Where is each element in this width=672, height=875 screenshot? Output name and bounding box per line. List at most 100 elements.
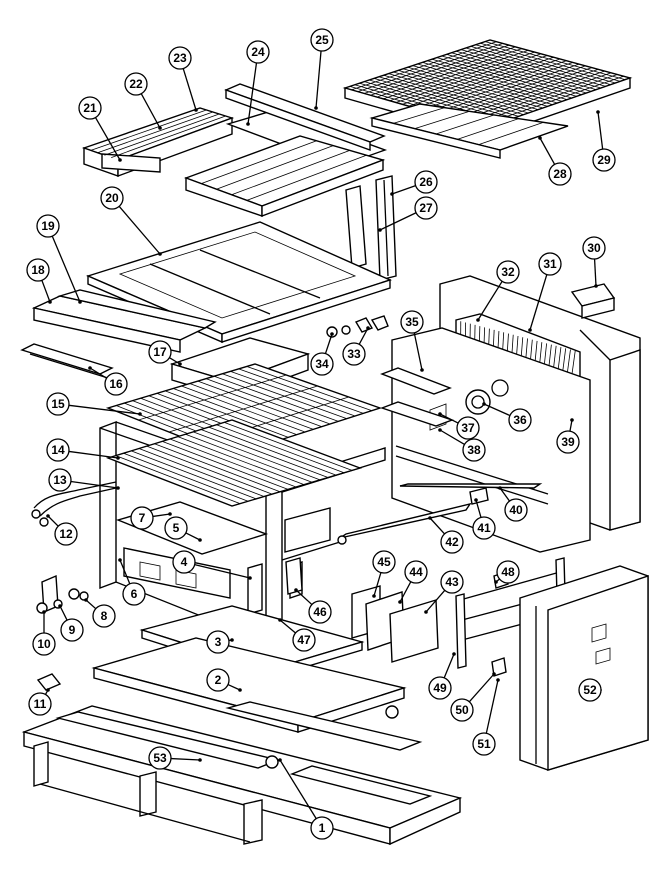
callout-number: 12: [59, 527, 73, 541]
callout-number: 20: [105, 191, 119, 205]
leader-dot-39: [570, 418, 574, 422]
callout-number: 23: [173, 51, 187, 65]
leader-dot-41: [474, 498, 478, 502]
leader-line-25: [316, 51, 321, 108]
callout-28: 28: [549, 163, 571, 185]
callout-11: 11: [29, 693, 51, 715]
callout-number: 41: [477, 521, 491, 535]
callout-number: 11: [34, 697, 47, 711]
leader-dot-20: [158, 252, 162, 256]
leader-dot-31: [528, 328, 532, 332]
callout-number: 36: [513, 413, 527, 427]
callout-45: 45: [373, 551, 395, 573]
callout-30: 30: [583, 237, 605, 259]
leader-dot-37: [438, 412, 442, 416]
leader-dot-1: [278, 758, 282, 762]
callout-43: 43: [441, 571, 463, 593]
callout-number: 15: [51, 397, 65, 411]
leader-line-18: [42, 280, 50, 302]
leader-dot-35: [420, 368, 424, 372]
leader-dot-8: [84, 598, 88, 602]
leader-dot-32: [476, 318, 480, 322]
callout-2: 2: [207, 669, 229, 691]
part-oven-door: [520, 566, 648, 770]
callout-5: 5: [165, 517, 187, 539]
leader-dot-11: [46, 688, 50, 692]
leader-dot-29: [596, 110, 600, 114]
leader-dot-7: [168, 512, 172, 516]
callout-number: 30: [587, 241, 601, 255]
leader-dot-43: [424, 610, 428, 614]
callout-10: 10: [33, 633, 55, 655]
callout-36: 36: [509, 409, 531, 431]
callout-38: 38: [463, 439, 485, 461]
callout-21: 21: [79, 97, 101, 119]
leader-line-28: [540, 138, 555, 164]
callout-29: 29: [593, 149, 615, 171]
leader-dot-44: [398, 600, 402, 604]
callout-8: 8: [93, 605, 115, 627]
leader-dot-47: [278, 618, 282, 622]
leader-dot-30: [594, 284, 598, 288]
parts-artwork: [22, 40, 648, 844]
leader-line-30: [595, 259, 596, 286]
callout-number: 51: [477, 737, 491, 751]
callout-42: 42: [441, 531, 463, 553]
callout-number: 25: [315, 33, 329, 47]
part-base-pallet: [24, 702, 460, 844]
callout-46: 46: [309, 601, 331, 623]
callout-31: 31: [539, 253, 561, 275]
callout-number: 50: [455, 703, 469, 717]
callout-number: 9: [69, 623, 76, 637]
leader-line-50: [469, 674, 494, 702]
leader-dot-33: [366, 326, 370, 330]
callout-number: 26: [419, 175, 433, 189]
callout-number: 19: [41, 219, 55, 233]
callout-number: 35: [405, 315, 419, 329]
leader-dot-6: [118, 558, 122, 562]
callout-12: 12: [55, 523, 77, 545]
leader-line-9: [60, 606, 67, 620]
part-motor: [466, 390, 490, 414]
callout-number: 44: [409, 565, 423, 579]
callout-15: 15: [47, 393, 69, 415]
leader-dot-10: [42, 610, 46, 614]
leader-dot-45: [372, 594, 376, 598]
callout-number: 52: [583, 683, 597, 697]
callout-20: 20: [101, 187, 123, 209]
leader-dot-4: [248, 576, 252, 580]
callout-32: 32: [497, 261, 519, 283]
leader-dot-18: [48, 300, 52, 304]
callout-number: 34: [315, 357, 329, 371]
leader-dot-28: [538, 136, 542, 140]
leader-dot-2: [238, 688, 242, 692]
callout-49: 49: [429, 677, 451, 699]
callout-13: 13: [49, 469, 71, 491]
leader-dot-38: [438, 428, 442, 432]
leader-dot-5: [198, 538, 202, 542]
callout-number: 2: [215, 673, 222, 687]
leader-dot-17: [178, 362, 182, 366]
callout-number: 18: [31, 263, 45, 277]
callout-number: 47: [297, 633, 311, 647]
leader-dot-24: [246, 122, 250, 126]
leader-line-20: [119, 206, 160, 254]
callout-7: 7: [131, 507, 153, 529]
callout-number: 37: [461, 421, 475, 435]
leader-dot-34: [330, 332, 334, 336]
leader-dot-48: [494, 580, 498, 584]
callout-number: 48: [501, 565, 515, 579]
leader-dot-16: [88, 366, 92, 370]
part-clip: [38, 674, 60, 690]
callout-number: 28: [553, 167, 567, 181]
callout-47: 47: [293, 629, 315, 651]
leader-line-8: [86, 600, 96, 609]
leader-line-34: [325, 334, 332, 354]
callout-number: 46: [313, 605, 327, 619]
callout-number: 21: [83, 101, 97, 115]
leader-line-19: [52, 236, 80, 302]
callout-9: 9: [61, 619, 83, 641]
callout-number: 27: [419, 201, 433, 215]
